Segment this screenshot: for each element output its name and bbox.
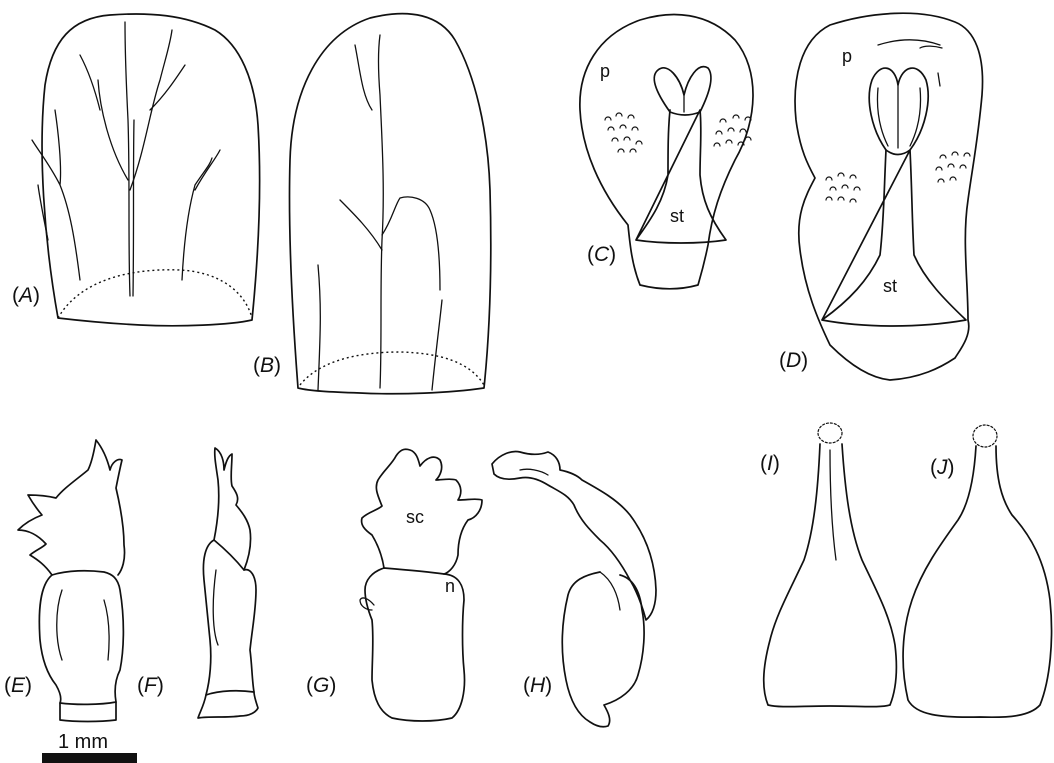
petal-c-papillae-right	[714, 115, 751, 146]
scale-bar-rect	[42, 753, 137, 763]
nectary-e-body	[39, 571, 123, 705]
panel-e-nectary: (E)	[4, 440, 125, 722]
pistil-i-stylar-line	[830, 450, 836, 560]
panel-j-pistil: (J)	[903, 425, 1051, 717]
panel-d-petal: p st (D)	[779, 13, 983, 380]
scale-h-outline	[492, 452, 656, 621]
panel-label-a: (A)	[12, 284, 40, 307]
label-stamen-d: st	[883, 276, 897, 296]
nectary-f-body	[203, 540, 256, 695]
panel-label-b: (B)	[253, 354, 281, 377]
petal-c-papillae-left	[605, 113, 642, 152]
panel-label-d: (D)	[779, 349, 808, 372]
label-stamen-c: st	[670, 206, 684, 226]
stamen-c-anther	[654, 67, 711, 115]
nectary-f-base	[198, 692, 258, 718]
label-petal-c: p	[600, 61, 610, 81]
panel-b-sepal: (B)	[253, 14, 491, 394]
panel-label-j: (J)	[930, 456, 955, 479]
panel-label-e: (E)	[4, 674, 32, 697]
stigma-j	[973, 425, 997, 447]
scale-bar-label: 1 mm	[58, 731, 108, 753]
panel-label-h: (H)	[523, 674, 552, 697]
panel-label-g: (G)	[306, 674, 336, 697]
petal-d-papillae-left	[826, 173, 860, 202]
pistil-j-outline	[903, 446, 1051, 717]
label-nectary-g: n	[445, 576, 455, 596]
panel-h-nectary: (H)	[492, 452, 656, 727]
panel-label-c: (C)	[587, 243, 616, 266]
petal-d-papillae-right	[936, 152, 970, 182]
panel-f-nectary: (F)	[137, 448, 258, 718]
label-scale-g: sc	[406, 507, 424, 527]
scale-bar: 1 mm	[42, 731, 137, 763]
sepal-b-base-arc	[300, 352, 484, 385]
label-petal-d: p	[842, 46, 852, 66]
nectary-h-body	[562, 572, 644, 727]
panel-a-sepal: (A)	[12, 14, 260, 326]
scale-e-outline	[18, 440, 125, 575]
sepal-a-midvein	[125, 22, 130, 296]
panel-c-petal: p st (C)	[580, 15, 753, 289]
scale-f-outline	[214, 448, 251, 570]
panel-label-f: (F)	[137, 674, 164, 697]
sepal-b-midvein	[379, 35, 384, 388]
panel-g-nectary: sc n (G)	[306, 449, 482, 721]
panel-label-i: (I)	[760, 452, 780, 475]
stigma-i	[818, 423, 842, 443]
sepal-a-outline	[42, 14, 260, 326]
sepal-a-base-arc	[58, 270, 252, 318]
panel-i-pistil: (I)	[760, 423, 896, 707]
